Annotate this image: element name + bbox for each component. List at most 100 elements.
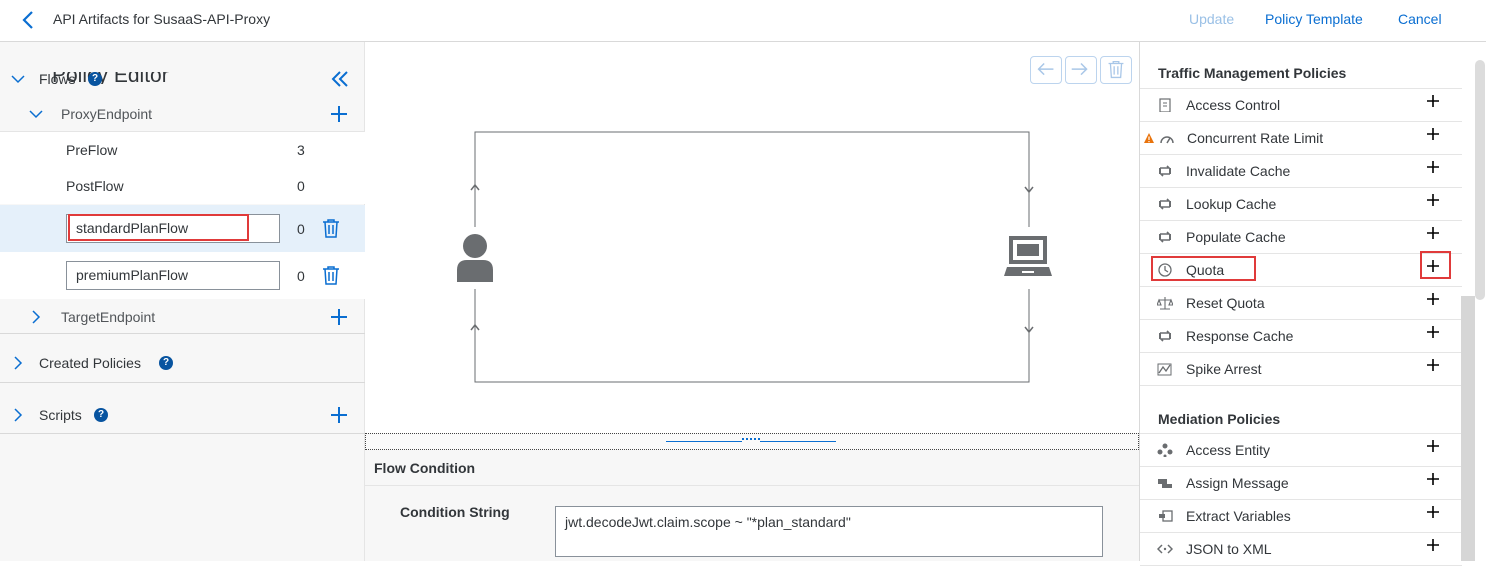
collapse-panel-icon[interactable] bbox=[330, 70, 350, 88]
chevron-down-icon[interactable] bbox=[11, 72, 25, 86]
policy-name: JSON to XML bbox=[1186, 541, 1272, 557]
flow-condition-body: Condition String jwt.decodeJwt.claim.sco… bbox=[365, 486, 1139, 561]
policy-template-button[interactable]: Policy Template bbox=[1265, 11, 1363, 27]
help-icon[interactable]: ? bbox=[88, 72, 102, 86]
splitter-handle[interactable] bbox=[365, 433, 1139, 450]
add-policy-plus-icon[interactable] bbox=[1426, 193, 1440, 207]
flows-panel: Policy Editor Flows ? ProxyEndpoint PreF… bbox=[0, 42, 365, 561]
policy-item-json-to-xml[interactable]: JSON to XML bbox=[1140, 533, 1462, 566]
cache-icon bbox=[1159, 330, 1171, 342]
quota-icon bbox=[1158, 263, 1172, 277]
add-policy-plus-icon[interactable] bbox=[1426, 259, 1440, 273]
policy-item-access-control[interactable]: Access Control bbox=[1140, 89, 1462, 122]
add-policy-plus-icon[interactable] bbox=[1426, 325, 1440, 339]
add-policy-plus-icon[interactable] bbox=[1426, 472, 1440, 486]
target-endpoint-label[interactable]: TargetEndpoint bbox=[61, 309, 156, 325]
arrow-right-icon bbox=[1071, 62, 1088, 76]
chevron-down-icon[interactable] bbox=[29, 107, 43, 121]
condition-string-label: Condition String bbox=[400, 504, 510, 520]
warning-icon bbox=[1144, 133, 1154, 143]
add-policy-plus-icon[interactable] bbox=[1426, 538, 1440, 552]
delete-icon[interactable] bbox=[322, 265, 340, 285]
policy-editor-title-partial: Policy Editor bbox=[52, 72, 169, 84]
created-policies-label[interactable]: Created Policies bbox=[39, 355, 141, 371]
proxy-endpoint-label[interactable]: ProxyEndpoint bbox=[61, 106, 153, 122]
traffic-management-title: Traffic Management Policies bbox=[1158, 65, 1347, 81]
trash-icon bbox=[1108, 60, 1124, 79]
scripts-label[interactable]: Scripts bbox=[39, 407, 82, 423]
page-title: API Artifacts for SusaaS-API-Proxy bbox=[53, 11, 271, 27]
arrow-left-icon bbox=[1037, 62, 1054, 76]
preflow-label: PreFlow bbox=[66, 142, 118, 158]
mediation-policies-title: Mediation Policies bbox=[1158, 411, 1281, 427]
back-arrow-icon[interactable] bbox=[18, 9, 40, 31]
policy-name: Assign Message bbox=[1186, 475, 1289, 491]
conditional-flow-row[interactable]: premiumPlanFlow 0 bbox=[0, 252, 365, 299]
chevron-right-icon[interactable] bbox=[11, 408, 25, 422]
postflow-row[interactable]: PostFlow 0 bbox=[0, 168, 365, 204]
access-control-icon bbox=[1159, 98, 1171, 112]
conditional-flow-row-selected[interactable]: standardPlanFlow 0 bbox=[0, 205, 365, 252]
delete-icon[interactable] bbox=[322, 218, 340, 238]
add-target-plus-icon[interactable] bbox=[330, 308, 348, 326]
move-left-button[interactable] bbox=[1030, 56, 1062, 84]
policy-name: Invalidate Cache bbox=[1186, 163, 1291, 179]
add-policy-plus-icon[interactable] bbox=[1426, 226, 1440, 240]
condition-string-input[interactable]: jwt.decodeJwt.claim.scope ~ "*plan_stand… bbox=[555, 506, 1103, 557]
policy-name: Spike Arrest bbox=[1186, 361, 1262, 377]
policy-item-assign-message[interactable]: Assign Message bbox=[1140, 467, 1462, 500]
policy-item-reset-quota[interactable]: Reset Quota bbox=[1140, 287, 1462, 320]
flow-name-input[interactable]: standardPlanFlow bbox=[66, 214, 280, 243]
policy-item-populate-cache[interactable]: Populate Cache bbox=[1140, 221, 1462, 254]
chevron-right-icon[interactable] bbox=[29, 310, 43, 324]
policy-item-response-cache[interactable]: Response Cache bbox=[1140, 320, 1462, 353]
add-policy-plus-icon[interactable] bbox=[1426, 127, 1440, 141]
app-header: API Artifacts for SusaaS-API-Proxy Updat… bbox=[0, 0, 1486, 42]
add-policy-plus-icon[interactable] bbox=[1426, 358, 1440, 372]
move-right-button[interactable] bbox=[1065, 56, 1097, 84]
policy-name: Populate Cache bbox=[1186, 229, 1286, 245]
scrollbar-thumb[interactable] bbox=[1475, 60, 1485, 300]
policy-name: Quota bbox=[1186, 262, 1225, 278]
postflow-label: PostFlow bbox=[66, 178, 124, 194]
cache-icon bbox=[1159, 231, 1171, 243]
policy-item-spike-arrest[interactable]: Spike Arrest bbox=[1140, 353, 1462, 386]
policy-item-invalidate-cache[interactable]: Invalidate Cache bbox=[1140, 155, 1462, 188]
chevron-right-icon[interactable] bbox=[11, 356, 25, 370]
assign-icon bbox=[1158, 479, 1172, 488]
update-button[interactable]: Update bbox=[1189, 11, 1235, 27]
flow-diagram bbox=[470, 131, 1035, 383]
preflow-count: 3 bbox=[297, 142, 305, 158]
flow-canvas bbox=[365, 42, 1139, 434]
policy-item-concurrent-rate-limit[interactable]: Concurrent Rate Limit bbox=[1140, 122, 1462, 155]
add-script-plus-icon[interactable] bbox=[330, 406, 348, 424]
preflow-row[interactable]: PreFlow 3 bbox=[0, 132, 365, 168]
policy-name: Extract Variables bbox=[1186, 508, 1291, 524]
user-icon bbox=[457, 234, 493, 282]
cache-icon bbox=[1159, 165, 1171, 177]
policy-item-access-entity[interactable]: Access Entity bbox=[1140, 434, 1462, 467]
add-policy-plus-icon[interactable] bbox=[1426, 439, 1440, 453]
extract-icon bbox=[1159, 510, 1173, 522]
cancel-button[interactable]: Cancel bbox=[1398, 11, 1442, 27]
help-icon[interactable]: ? bbox=[159, 356, 173, 370]
flow-condition-title: Flow Condition bbox=[374, 460, 476, 476]
policy-item-quota[interactable]: Quota bbox=[1140, 254, 1462, 287]
add-flow-plus-icon[interactable] bbox=[330, 105, 348, 123]
add-policy-plus-icon[interactable] bbox=[1426, 160, 1440, 174]
help-icon[interactable]: ? bbox=[94, 408, 108, 422]
flow-condition-header: Flow Condition bbox=[365, 450, 1139, 486]
delete-policy-button[interactable] bbox=[1100, 56, 1132, 84]
add-policy-plus-icon[interactable] bbox=[1426, 94, 1440, 108]
add-policy-plus-icon[interactable] bbox=[1426, 505, 1440, 519]
policy-name: Response Cache bbox=[1186, 328, 1294, 344]
add-policy-plus-icon[interactable] bbox=[1426, 292, 1440, 306]
flow-count: 0 bbox=[297, 221, 305, 237]
policy-item-extract-variables[interactable]: Extract Variables bbox=[1140, 500, 1462, 533]
policy-name: Access Entity bbox=[1186, 442, 1271, 458]
scale-icon bbox=[1157, 297, 1173, 310]
policy-item-lookup-cache[interactable]: Lookup Cache bbox=[1140, 188, 1462, 221]
flow-name-input[interactable]: premiumPlanFlow bbox=[66, 261, 280, 290]
scrollbar-thumb[interactable] bbox=[1461, 296, 1475, 561]
entity-icon bbox=[1157, 443, 1173, 457]
